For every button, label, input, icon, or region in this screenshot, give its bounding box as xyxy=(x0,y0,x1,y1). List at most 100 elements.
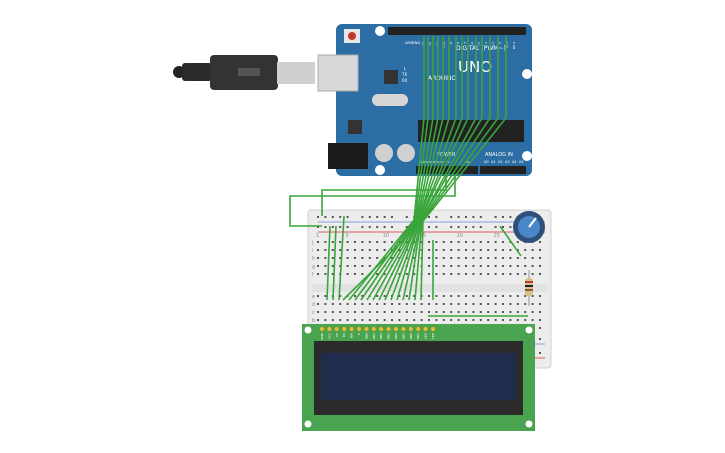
breadboard-hole[interactable] xyxy=(391,241,393,243)
breadboard-hole[interactable] xyxy=(457,249,460,251)
breadboard-hole[interactable] xyxy=(450,319,453,321)
breadboard-hole[interactable] xyxy=(405,319,408,321)
breadboard-hole[interactable] xyxy=(450,241,453,243)
breadboard-hole[interactable] xyxy=(331,303,334,305)
breadboard-hole[interactable] xyxy=(457,265,460,267)
breadboard-hole[interactable] xyxy=(539,257,541,259)
breadboard-hole[interactable] xyxy=(317,295,319,297)
breadboard-hole[interactable] xyxy=(354,265,356,267)
breadboard-hole[interactable] xyxy=(435,241,438,243)
wire[interactable] xyxy=(348,36,425,301)
breadboard-hole[interactable] xyxy=(331,319,334,321)
breadboard-hole[interactable] xyxy=(479,273,482,275)
breadboard-hole[interactable] xyxy=(324,273,327,275)
breadboard-hole[interactable] xyxy=(450,303,453,305)
breadboard-hole[interactable] xyxy=(428,241,430,243)
breadboard-hole[interactable] xyxy=(502,303,504,305)
wire[interactable] xyxy=(384,36,457,301)
breadboard-hole[interactable] xyxy=(376,257,379,259)
breadboard-hole[interactable] xyxy=(509,265,512,267)
breadboard-hole[interactable] xyxy=(531,273,534,275)
lcd-pin[interactable] xyxy=(363,326,369,332)
breadboard-hole[interactable] xyxy=(405,295,408,297)
rail-hole[interactable] xyxy=(465,226,467,228)
breadboard-hole[interactable] xyxy=(457,295,460,297)
wire[interactable] xyxy=(408,36,483,301)
breadboard-hole[interactable] xyxy=(539,303,541,305)
breadboard-hole[interactable] xyxy=(539,265,541,267)
wire[interactable] xyxy=(402,36,477,301)
wire[interactable] xyxy=(390,36,463,301)
breadboard-hole[interactable] xyxy=(502,295,504,297)
breadboard-hole[interactable] xyxy=(442,273,445,275)
potentiometer[interactable] xyxy=(513,211,545,243)
lcd-pin[interactable] xyxy=(319,326,325,332)
breadboard-hole[interactable] xyxy=(509,303,512,305)
rail-hole[interactable] xyxy=(317,216,319,218)
rail-hole[interactable] xyxy=(472,216,475,218)
rail-hole[interactable] xyxy=(479,216,482,218)
breadboard-hole[interactable] xyxy=(531,311,534,313)
breadboard-hole[interactable] xyxy=(502,319,504,321)
rail-hole[interactable] xyxy=(331,216,334,218)
breadboard-hole[interactable] xyxy=(442,257,445,259)
breadboard-hole[interactable] xyxy=(509,311,512,313)
breadboard-hole[interactable] xyxy=(465,265,467,267)
breadboard-hole[interactable] xyxy=(472,273,475,275)
breadboard-hole[interactable] xyxy=(398,319,401,321)
lcd-pin[interactable] xyxy=(371,326,377,332)
breadboard-hole[interactable] xyxy=(539,319,541,321)
breadboard-hole[interactable] xyxy=(524,273,527,275)
breadboard-hole[interactable] xyxy=(354,319,356,321)
breadboard-hole[interactable] xyxy=(324,249,327,251)
breadboard-hole[interactable] xyxy=(472,319,475,321)
wire[interactable] xyxy=(396,36,469,301)
breadboard-hole[interactable] xyxy=(457,257,460,259)
breadboard-hole[interactable] xyxy=(516,295,519,297)
breadboard-hole[interactable] xyxy=(509,257,512,259)
breadboard-hole[interactable] xyxy=(361,241,364,243)
wire[interactable] xyxy=(378,36,450,301)
wire[interactable] xyxy=(499,225,522,257)
wire[interactable] xyxy=(342,36,507,301)
breadboard-hole[interactable] xyxy=(346,241,349,243)
rail-hole[interactable] xyxy=(457,226,460,228)
breadboard-hole[interactable] xyxy=(324,257,327,259)
rail-hole[interactable] xyxy=(361,226,364,228)
breadboard-hole[interactable] xyxy=(531,257,534,259)
breadboard-hole[interactable] xyxy=(398,311,401,313)
breadboard-hole[interactable] xyxy=(346,257,349,259)
breadboard-hole[interactable] xyxy=(509,295,512,297)
breadboard-hole[interactable] xyxy=(428,249,430,251)
lcd-pin[interactable] xyxy=(400,326,406,332)
lcd-pin[interactable] xyxy=(423,326,429,332)
breadboard-hole[interactable] xyxy=(324,241,327,243)
rail-hole[interactable] xyxy=(539,338,541,340)
breadboard-hole[interactable] xyxy=(420,311,423,313)
breadboard-hole[interactable] xyxy=(391,303,393,305)
breadboard-hole[interactable] xyxy=(376,303,379,305)
rail-hole[interactable] xyxy=(346,216,349,218)
breadboard-hole[interactable] xyxy=(479,241,482,243)
breadboard-hole[interactable] xyxy=(516,273,519,275)
breadboard-hole[interactable] xyxy=(361,257,364,259)
breadboard-hole[interactable] xyxy=(361,249,364,251)
breadboard-hole[interactable] xyxy=(442,311,445,313)
rail-hole[interactable] xyxy=(435,226,438,228)
breadboard-hole[interactable] xyxy=(398,295,401,297)
breadboard-hole[interactable] xyxy=(361,273,364,275)
wire[interactable] xyxy=(372,36,444,301)
breadboard-hole[interactable] xyxy=(391,311,393,313)
breadboard-hole[interactable] xyxy=(354,257,356,259)
rail-hole[interactable] xyxy=(428,216,430,218)
breadboard-hole[interactable] xyxy=(502,265,504,267)
rail-hole[interactable] xyxy=(376,226,379,228)
breadboard-hole[interactable] xyxy=(346,303,349,305)
lcd-pin[interactable] xyxy=(356,326,362,332)
breadboard-hole[interactable] xyxy=(502,273,504,275)
rail-hole[interactable] xyxy=(405,216,408,218)
breadboard-hole[interactable] xyxy=(472,311,475,313)
wire[interactable] xyxy=(326,225,331,301)
breadboard-hole[interactable] xyxy=(524,319,527,321)
breadboard-hole[interactable] xyxy=(354,303,356,305)
